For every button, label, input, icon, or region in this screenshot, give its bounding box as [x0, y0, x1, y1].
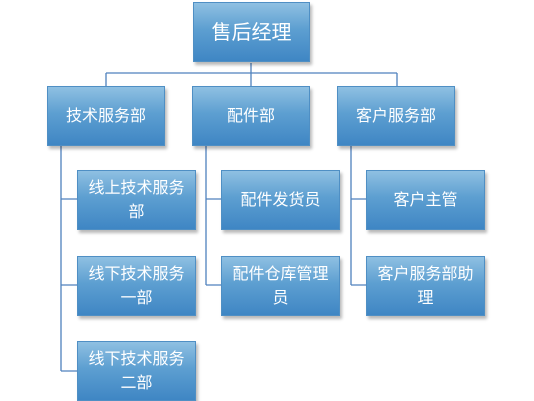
unit-label: 线下技术服务一部: [88, 264, 185, 307]
department-label: 客户服务部: [355, 106, 436, 125]
unit-node-offline-tech-service-1: 线下技术服务一部: [77, 256, 196, 316]
unit-label: 客户主管: [393, 190, 458, 209]
unit-label: 客户服务部助理: [377, 264, 474, 307]
org-root-label: 售后经理: [211, 20, 292, 44]
department-node-customer-service: 客户服务部: [337, 86, 455, 146]
org-root-node: 售后经理: [193, 2, 310, 62]
department-node-tech-service: 技术服务部: [47, 86, 165, 146]
unit-label: 配件发货员: [240, 190, 321, 209]
unit-label: 线上技术服务部: [88, 178, 185, 221]
department-label: 配件部: [226, 106, 275, 125]
connector-dept-customer: [350, 146, 366, 286]
connector-root-to-departments: [105, 63, 398, 86]
department-node-parts: 配件部: [192, 86, 310, 146]
unit-node-parts-warehouse-manager: 配件仓库管理员: [221, 256, 340, 316]
unit-node-customer-service-assistant: 客户服务部助理: [366, 256, 485, 316]
unit-node-customer-supervisor: 客户主管: [366, 170, 485, 230]
unit-node-parts-shipper: 配件发货员: [221, 170, 340, 230]
connector-dept-tech: [60, 146, 77, 372]
unit-label: 线下技术服务二部: [88, 349, 185, 392]
unit-node-offline-tech-service-2: 线下技术服务二部: [77, 341, 196, 401]
connector-dept-parts: [205, 146, 221, 286]
unit-node-online-tech-service: 线上技术服务部: [77, 170, 196, 230]
department-label: 技术服务部: [65, 106, 146, 125]
unit-label: 配件仓库管理员: [232, 264, 329, 307]
